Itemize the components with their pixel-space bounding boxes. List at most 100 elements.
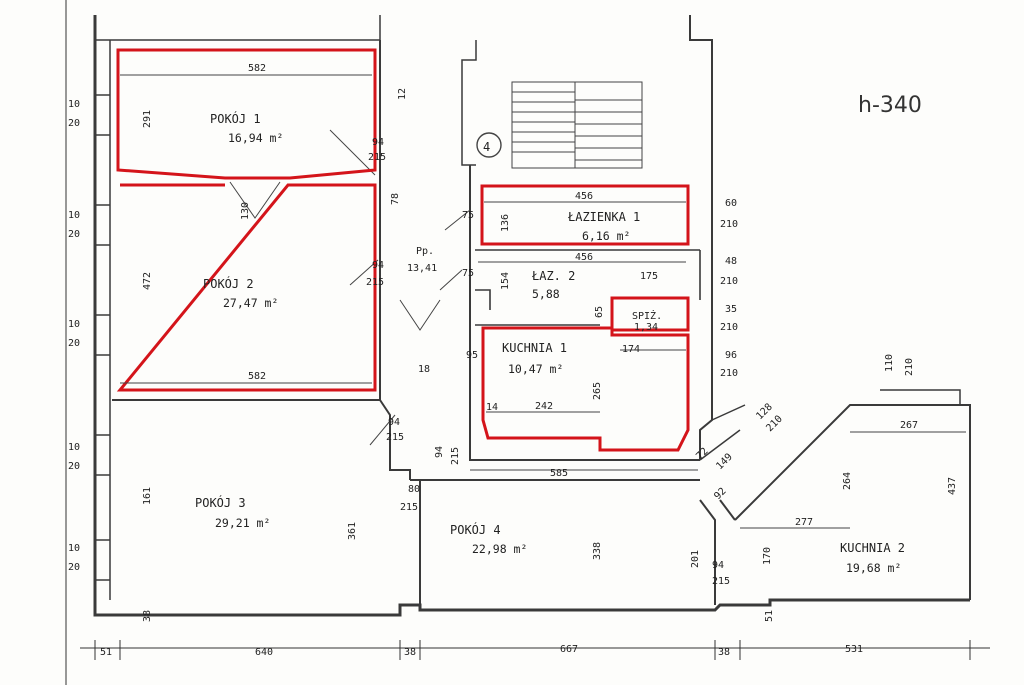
room-outline-kuchnia1 — [481, 326, 690, 452]
bottom-dim-1: 51 — [100, 647, 112, 658]
bottom-dim-4: 667 — [560, 644, 578, 655]
dim-201: 201 — [690, 550, 701, 568]
spiz-area: 1,34 — [634, 322, 658, 333]
dim-94c: 94 — [388, 417, 400, 428]
dim-38-left: 38 — [142, 610, 153, 622]
dim-k1-14: 14 — [486, 402, 498, 413]
dim-94a: 94 — [372, 137, 384, 148]
dim-k2-437: 437 — [947, 477, 958, 495]
dim-p3-depth: 161 — [142, 487, 153, 505]
dim-94e: 94 — [712, 560, 724, 571]
dim-65: 65 — [594, 306, 605, 318]
dim-94b: 94 — [372, 260, 384, 271]
dim-k2-267: 267 — [900, 420, 918, 431]
lazienka1-area: 6,16 m² — [582, 229, 630, 243]
przedpokoj-area: 13,41 — [407, 263, 437, 274]
ceiling-height-note: h-340 — [858, 93, 922, 118]
bottom-dim-2: 640 — [255, 647, 273, 658]
dim-80: 80 — [408, 484, 420, 495]
dim-18: 18 — [418, 364, 430, 375]
dim-210b: 210 — [720, 276, 738, 287]
dimension-labels: 582 291 472 582 161 361 338 130 78 12 94… — [68, 63, 958, 622]
dim-75b: 75 — [462, 268, 474, 279]
dim-laz2-depth: 154 — [500, 272, 511, 290]
spiz-name: SPIŻ. — [632, 309, 662, 322]
dim-215c: 215 — [386, 432, 404, 443]
dim-k1-174: 174 — [622, 344, 640, 355]
dim-left-20-2: 20 — [68, 229, 80, 240]
kuchnia2-area: 19,68 m² — [846, 561, 901, 575]
pokoj1-area: 16,94 m² — [228, 131, 283, 145]
dim-215d: 215 — [450, 447, 461, 465]
dim-k2-264: 264 — [842, 472, 853, 490]
dim-left-20-5: 20 — [68, 562, 80, 573]
highlighted-rooms — [116, 48, 690, 452]
dim-door-130: 130 — [240, 202, 251, 220]
room-outline-pokoj2 — [116, 183, 377, 392]
lazienka1-name: ŁAZIENKA 1 — [567, 210, 640, 224]
dim-51-right: 51 — [764, 610, 775, 622]
dim-75a: 75 — [462, 210, 474, 221]
dim-96: 96 — [725, 350, 737, 361]
dim-k1-265: 265 — [592, 382, 603, 400]
bottom-dim-5: 38 — [718, 647, 730, 658]
dim-215b: 215 — [366, 277, 384, 288]
dim-p1-depth: 291 — [142, 110, 153, 128]
dim-laz2-side: 175 — [640, 271, 658, 282]
pokoj4-area: 22,98 m² — [472, 542, 527, 556]
dim-110: 110 — [884, 354, 895, 372]
pokoj3-area: 29,21 m² — [215, 516, 270, 530]
partitions — [475, 249, 701, 326]
bottom-dimension-line — [80, 640, 990, 660]
room-outline-spiz — [610, 296, 690, 332]
pokoj1-name: POKÓJ 1 — [210, 111, 261, 126]
room-outline-pokoj1 — [116, 48, 377, 180]
dim-left-10-5: 10 — [68, 543, 80, 554]
dim-left-10-1: 10 — [68, 99, 80, 110]
pokoj4-name: POKÓJ 4 — [450, 522, 501, 537]
left-windows — [95, 94, 110, 581]
dim-170: 170 — [762, 547, 773, 565]
dim-left-20-1: 20 — [68, 118, 80, 129]
dim-210a: 210 — [720, 219, 738, 230]
dim-60: 60 — [725, 198, 737, 209]
dim-p4-depth: 338 — [592, 542, 603, 560]
dim-95: 95 — [466, 350, 478, 361]
bottom-dim-6: 531 — [845, 644, 863, 655]
dim-door-78: 78 — [390, 193, 401, 205]
stair-number: 4 — [483, 140, 490, 154]
dim-corr-585: 585 — [550, 468, 568, 479]
kuchnia1-area: 10,47 m² — [508, 362, 563, 376]
dim-12: 12 — [397, 88, 408, 100]
dim-left-10-2: 10 — [68, 210, 80, 221]
pokoj2-area: 27,47 m² — [223, 296, 278, 310]
dim-p2-depth: 472 — [142, 272, 153, 290]
pokoj3-name: POKÓJ 3 — [195, 495, 246, 510]
dim-210d: 210 — [720, 368, 738, 379]
dim-left-10-4: 10 — [68, 442, 80, 453]
dim-left-10-3: 10 — [68, 319, 80, 330]
dim-215a: 215 — [368, 152, 386, 163]
dim-left-20-3: 20 — [68, 338, 80, 349]
dim-k1-242: 242 — [535, 401, 553, 412]
dim-left-10-4b: 20 — [68, 461, 80, 472]
przedpokoj-name: Pp. — [416, 246, 434, 257]
dim-laz1-width: 456 — [575, 191, 593, 202]
dim-k2-277: 277 — [795, 517, 813, 528]
dim-215f: 215 — [712, 576, 730, 587]
pokoj2-name: POKÓJ 2 — [203, 276, 254, 291]
room-labels: POKÓJ 1 16,94 m² POKÓJ 2 27,47 m² POKÓJ … — [195, 111, 905, 575]
dim-p3-door: 361 — [347, 522, 358, 540]
door-swings — [229, 129, 471, 446]
bottom-dimensions: 51 640 38 667 38 531 — [100, 644, 863, 658]
staircase — [476, 81, 643, 169]
dim-210e: 210 — [904, 358, 915, 376]
kuchnia2-name: KUCHNIA 2 — [840, 541, 905, 555]
dim-35: 35 — [725, 304, 737, 315]
laz2-area: 5,88 — [532, 287, 560, 301]
kuchnia1-name: KUCHNIA 1 — [502, 341, 567, 355]
dim-laz1-depth: 136 — [500, 214, 511, 232]
dim-48: 48 — [725, 256, 737, 267]
dimension-lines — [120, 74, 966, 529]
dim-215e: 215 — [400, 502, 418, 513]
